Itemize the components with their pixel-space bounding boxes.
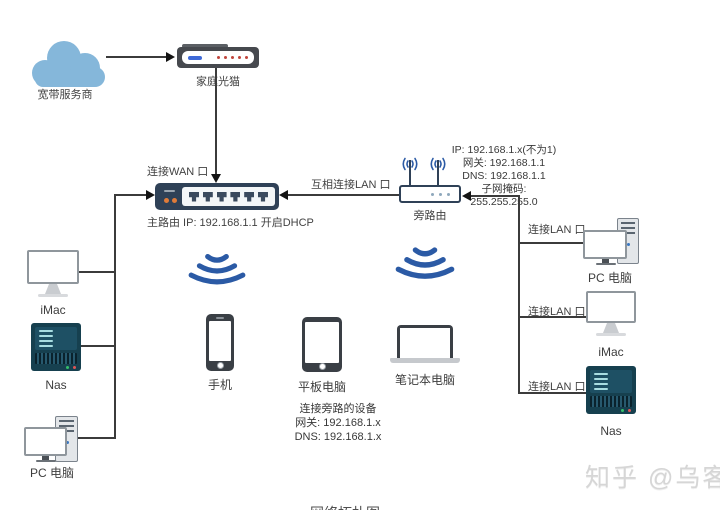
side-router-info-line: IP: 192.168.1.x(不为1) [451, 144, 557, 156]
imac-base [38, 294, 68, 297]
antenna-icon [409, 160, 411, 186]
modem-led-dots [217, 56, 248, 59]
router-led-icon [172, 198, 177, 203]
pc-monitor-icon [24, 427, 67, 456]
nas-right-label: Nas [600, 424, 622, 438]
ethernet-port-icon [257, 191, 268, 202]
connector-imac-left [79, 271, 115, 273]
laptop-label: 笔记本电脑 [394, 373, 455, 387]
imac-icon [586, 291, 636, 323]
connector-righttrunk-srouter [471, 195, 520, 197]
connector-nas-left [81, 345, 115, 347]
modem-label: 家庭光猫 [196, 76, 240, 88]
nas-icon [586, 366, 636, 414]
side-router-info-line: DNS: 192.168.1.1 [462, 170, 546, 182]
phone-label: 手机 [207, 378, 232, 392]
side-router-icon [399, 185, 461, 203]
imac-icon [27, 250, 79, 284]
arrowhead-left-icon [279, 190, 288, 200]
lan-link-label-imac: 连接LAN 口 [528, 306, 586, 318]
left-trunk-line [114, 194, 116, 439]
inter-link-label: 互相连接LAN 口 [311, 179, 391, 191]
arrowhead-right-icon [146, 190, 155, 200]
isp-label: 宽带服务商 [37, 89, 93, 101]
ethernet-port-icon [244, 191, 255, 202]
cloud-icon [32, 41, 105, 87]
pc-monitor-stand [602, 259, 609, 263]
arrowhead-down-icon [211, 174, 221, 183]
main-router-caption: 主路由 IP: 192.168.1.1 开启DHCP [147, 217, 314, 229]
imac-stand [603, 323, 619, 333]
connector-router-router [288, 194, 400, 196]
main-router-icon [155, 183, 279, 210]
bypass-note-title: 连接旁路的设备 [299, 403, 377, 415]
bypass-note-gateway: 网关: 192.168.1.x [295, 417, 381, 429]
arrowhead-right-icon [166, 52, 175, 62]
lan-link-label-nas: 连接LAN 口 [528, 381, 586, 393]
tablet-icon [302, 317, 342, 372]
connector-pc-right [520, 242, 584, 244]
pc-right-label: PC 电脑 [587, 271, 632, 285]
pc-monitor-icon [583, 230, 627, 259]
nas-icon [31, 323, 81, 371]
diagram-title-clipped: 网络拓扑图 [280, 503, 410, 510]
nas-left-label: Nas [45, 378, 67, 392]
bypass-note: 连接旁路的设备 网关: 192.168.1.x DNS: 192.168.1.x [258, 402, 418, 444]
laptop-icon [397, 325, 453, 359]
side-router-label: 旁路由 [413, 210, 447, 222]
pc-monitor-base [36, 460, 56, 462]
watermark: 知乎 @乌客 [585, 464, 720, 492]
arrowhead-left-icon [462, 191, 471, 201]
modem-top-lip [182, 44, 228, 48]
connector-imac-right [520, 316, 588, 318]
wifi-signal-icon [188, 253, 246, 285]
router-port-panel [182, 187, 275, 206]
main-router-wan-label: 连接WAN 口 [147, 166, 209, 178]
ethernet-port-icon [202, 191, 213, 202]
tablet-label: 平板电脑 [297, 380, 346, 394]
bypass-note-dns: DNS: 192.168.1.x [294, 431, 382, 443]
router-status-dash [164, 190, 175, 192]
pc-left-label: PC 电脑 [29, 466, 74, 480]
connector-nas-right [520, 392, 587, 394]
pc-monitor-base [596, 263, 616, 265]
pc-monitor-stand [42, 456, 49, 460]
router-led-icon [164, 198, 169, 203]
connector-modem-router [215, 68, 217, 176]
connector-cloud-modem [106, 56, 168, 58]
ethernet-port-icon [230, 191, 241, 202]
right-trunk-line [518, 195, 520, 394]
lan-link-label-pc: 连接LAN 口 [528, 224, 586, 236]
connector-pc-left [78, 437, 116, 439]
wifi-signal-small-icon [402, 157, 418, 171]
antenna-icon [437, 160, 439, 186]
side-router-info-line: 网关: 192.168.1.1 [462, 157, 546, 169]
connector-lefttrunk-router [114, 194, 146, 196]
laptop-base [390, 358, 460, 363]
modem-front-strip [182, 51, 254, 64]
imac-base [596, 333, 626, 336]
modem-led-bar [188, 55, 202, 60]
imac-right-label: iMac [598, 345, 624, 359]
side-router-info: IP: 192.168.1.x(不为1) 网关: 192.168.1.1 DNS… [447, 144, 561, 209]
wifi-signal-small-icon [430, 157, 446, 171]
phone-icon [206, 314, 234, 371]
wifi-signal-icon [395, 247, 455, 279]
imac-stand [45, 284, 61, 294]
imac-left-label: iMac [40, 303, 66, 317]
modem-icon [177, 47, 259, 68]
ethernet-port-icon [189, 191, 199, 202]
side-router-info-line: 子网掩码: 255.255.255.0 [470, 183, 538, 208]
ethernet-port-icon [216, 191, 227, 202]
